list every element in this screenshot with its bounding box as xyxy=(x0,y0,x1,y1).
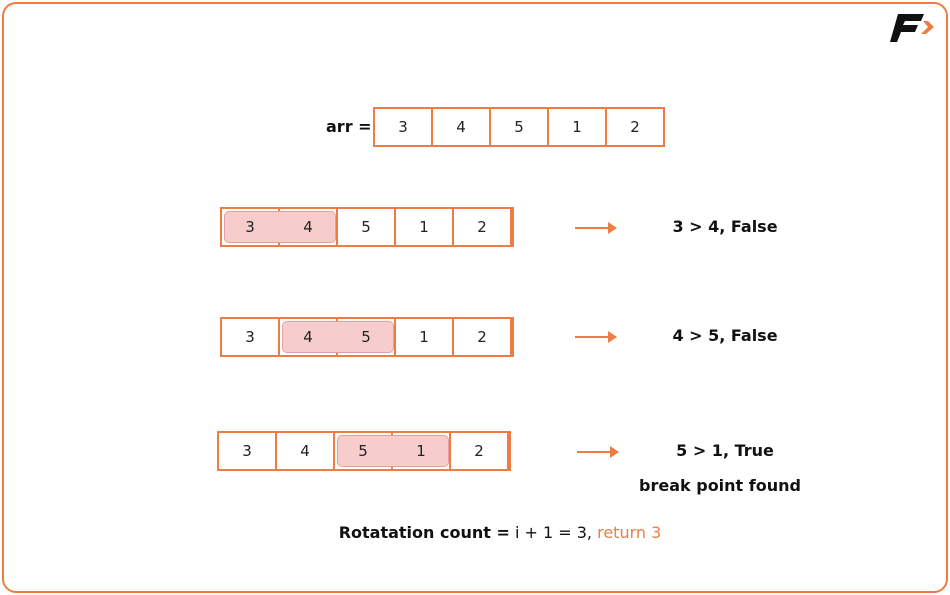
cell-value: 3 xyxy=(245,218,255,236)
cell-value: 4 xyxy=(456,118,466,136)
footer-normal: i + 1 = 3, xyxy=(509,523,593,542)
step-2-result: 4 > 5, False xyxy=(672,326,778,345)
array-cell: 4 xyxy=(280,209,338,245)
cell-value: 3 xyxy=(245,328,255,346)
highlight xyxy=(224,211,336,243)
array-cell: 2 xyxy=(454,209,512,245)
logo-icon xyxy=(890,14,934,42)
cell-value: 4 xyxy=(303,218,313,236)
array-step-2: 3 4 5 1 2 xyxy=(220,317,514,357)
footer-return: return 3 xyxy=(592,523,662,542)
cell-value: 1 xyxy=(416,442,426,460)
array-cell: 5 xyxy=(491,109,549,145)
cell-value: 5 xyxy=(358,442,368,460)
array-original: 3 4 5 1 2 xyxy=(373,107,665,147)
cell-value: 5 xyxy=(361,328,371,346)
highlight xyxy=(337,435,449,467)
arr-label: arr = xyxy=(326,117,372,136)
step-3-result: 5 > 1, True xyxy=(676,441,774,460)
cell-value: 2 xyxy=(477,218,487,236)
cell-value: 2 xyxy=(630,118,640,136)
arrow-icon xyxy=(577,446,619,458)
array-cell: 2 xyxy=(454,319,512,355)
array-cell: 1 xyxy=(396,319,454,355)
array-cell: 1 xyxy=(393,433,451,469)
highlight xyxy=(282,321,394,353)
arrow-icon xyxy=(575,331,617,343)
array-cell: 4 xyxy=(277,433,335,469)
cell-value: 4 xyxy=(303,328,313,346)
array-cell: 5 xyxy=(338,319,396,355)
footer-bold: Rotatation count = xyxy=(338,523,510,542)
array-cell: 1 xyxy=(549,109,607,145)
array-cell: 5 xyxy=(338,209,396,245)
arrow-icon xyxy=(575,222,617,234)
array-step-1: 3 4 5 1 2 xyxy=(220,207,514,247)
array-cell: 3 xyxy=(375,109,433,145)
cell-value: 2 xyxy=(477,328,487,346)
cell-value: 3 xyxy=(242,442,252,460)
array-cell: 1 xyxy=(396,209,454,245)
step-1-result: 3 > 4, False xyxy=(672,217,778,236)
array-cell: 3 xyxy=(222,319,280,355)
array-cell: 4 xyxy=(433,109,491,145)
cell-value: 3 xyxy=(398,118,408,136)
array-cell: 3 xyxy=(219,433,277,469)
cell-value: 1 xyxy=(572,118,582,136)
cell-value: 5 xyxy=(361,218,371,236)
array-cell: 2 xyxy=(607,109,663,145)
cell-value: 4 xyxy=(300,442,310,460)
cell-value: 1 xyxy=(419,328,429,346)
array-step-3: 3 4 5 1 2 xyxy=(217,431,511,471)
cell-value: 2 xyxy=(474,442,484,460)
array-cell: 2 xyxy=(451,433,509,469)
step-3-note: break point found xyxy=(639,476,801,495)
cell-value: 1 xyxy=(419,218,429,236)
footer-text: Rotatation count = i + 1 = 3, return 3 xyxy=(0,523,950,542)
cell-value: 5 xyxy=(514,118,524,136)
